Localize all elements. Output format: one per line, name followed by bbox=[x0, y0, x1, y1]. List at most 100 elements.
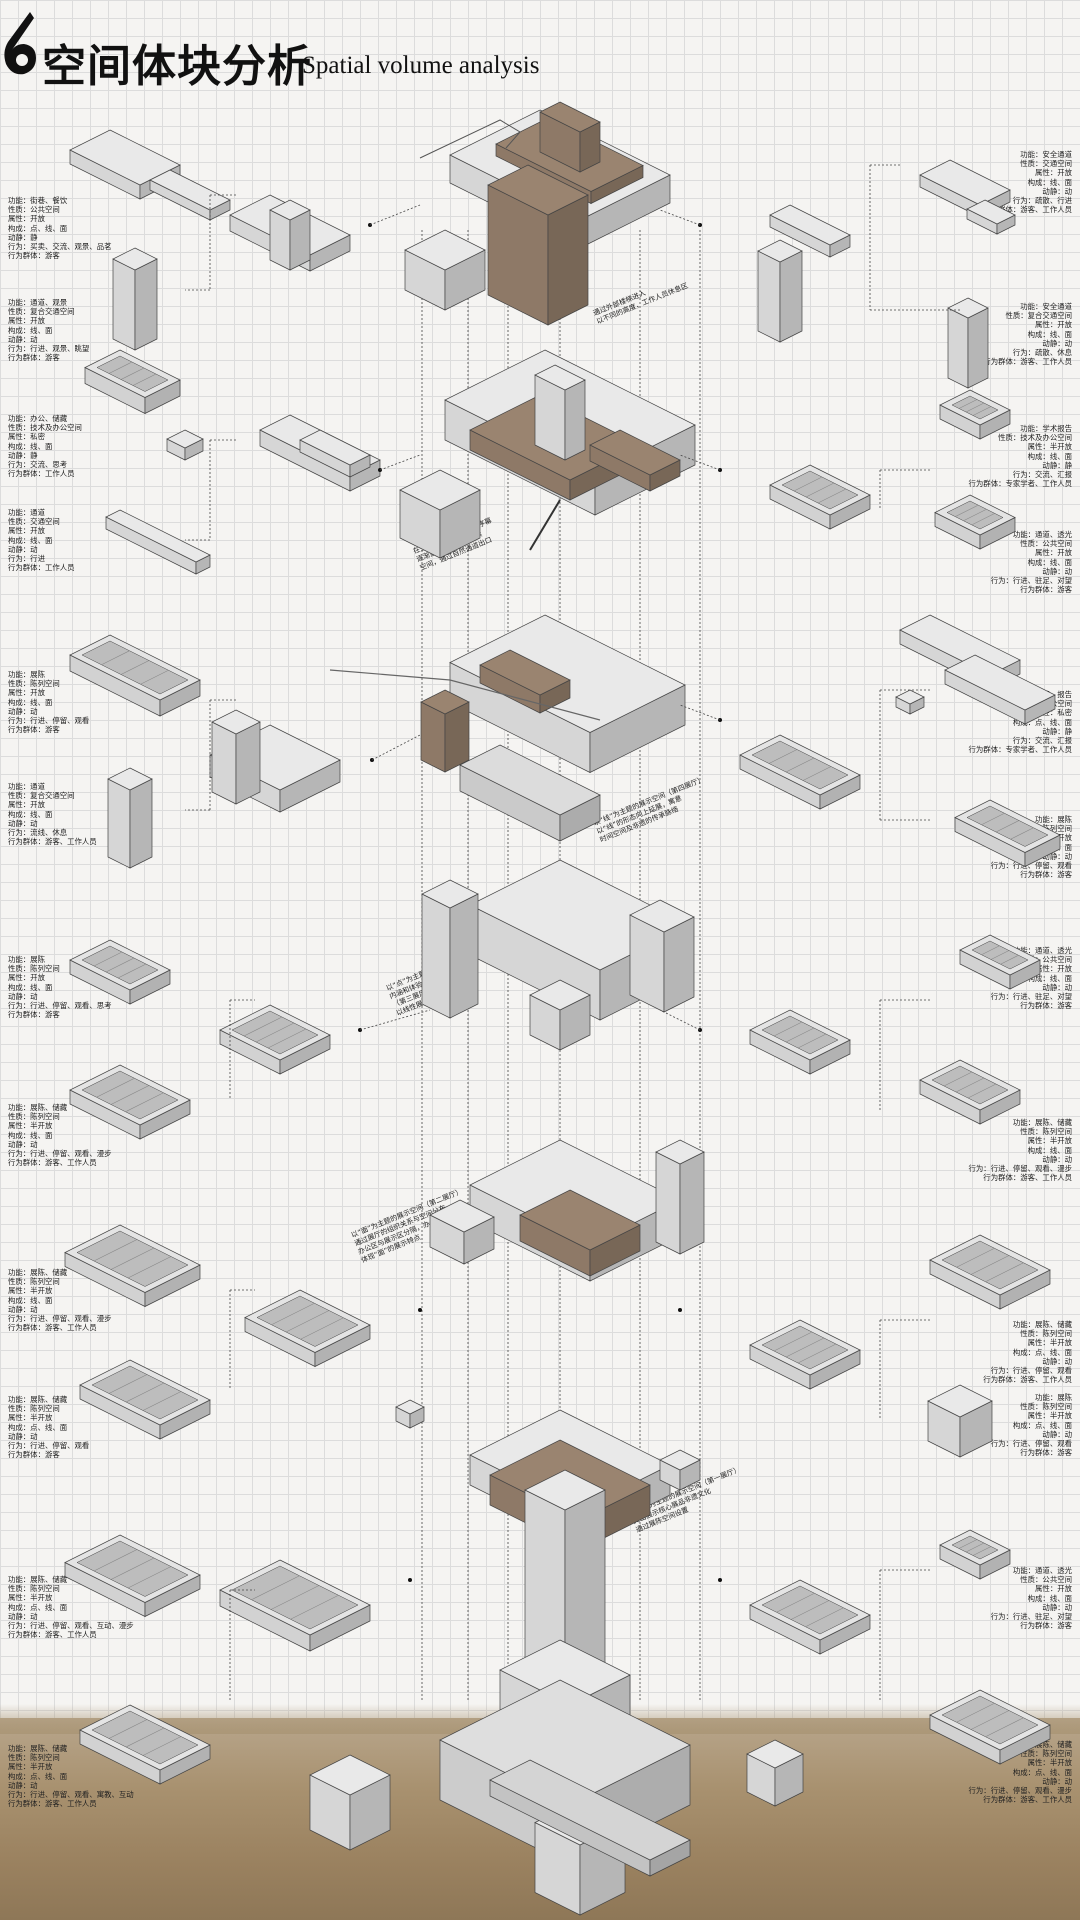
volume-side bbox=[547, 194, 589, 326]
left-line: 功能：展陈、储藏 bbox=[8, 1268, 68, 1277]
left-block: 功能：街巷、餐饮性质：公共空间属性：开放构成：点、线、面动静：静行为：买卖、交流… bbox=[8, 196, 111, 260]
volume-top bbox=[420, 689, 470, 715]
partition-line bbox=[290, 1594, 339, 1620]
leader-line bbox=[359, 1009, 431, 1031]
partition-line bbox=[1000, 954, 1019, 965]
volume-top bbox=[399, 469, 481, 511]
left-line: 行为：行进、停留、观看、思考 bbox=[8, 1001, 112, 1011]
right-line: 性质：复合交通空间 bbox=[1005, 311, 1072, 321]
partition-line bbox=[985, 1262, 1024, 1283]
left-line: 功能：展陈、储藏 bbox=[8, 1103, 68, 1112]
partition-line bbox=[1010, 827, 1034, 840]
partition-line bbox=[963, 508, 987, 522]
right-line: 功能：展陈、储藏 bbox=[1012, 1320, 1072, 1329]
volume-top bbox=[659, 1449, 701, 1471]
right-block: 功能：通道、透光性质：公共空间属性：开放构成：线、面动静：动行为：行进、驻足、对… bbox=[991, 530, 1072, 594]
left-line: 行为：行进 bbox=[8, 554, 45, 564]
right-line: 行为群体：专家学者、工作人员 bbox=[968, 745, 1072, 755]
partition-line bbox=[120, 660, 150, 675]
partition-line bbox=[110, 1247, 155, 1270]
right-line: 性质：交通空间 bbox=[1020, 159, 1072, 169]
page-title: 空间体块分析 bbox=[42, 41, 312, 92]
right-line: 属性：半开放 bbox=[1027, 1136, 1072, 1146]
partition-line bbox=[142, 1736, 182, 1756]
left-line: 构成：线、面 bbox=[8, 697, 53, 707]
volume-top bbox=[944, 654, 1056, 711]
right-line: 行为群体：游客、工作人员 bbox=[983, 205, 1072, 215]
left-line: 功能：展陈、储藏 bbox=[8, 1744, 68, 1753]
right-line: 构成：线、面 bbox=[1027, 1145, 1072, 1155]
volume-side bbox=[757, 250, 781, 343]
left-line: 属性：半开放 bbox=[8, 1762, 53, 1772]
left-line: 行为群体：游客、工作人员 bbox=[8, 1158, 97, 1168]
left-line: 行为：行进、停留、观看、漫步 bbox=[8, 1149, 112, 1159]
partition-line bbox=[271, 1302, 315, 1326]
left-line: 动静：动 bbox=[8, 818, 38, 828]
right-line: 行为：疏散、行进 bbox=[1012, 196, 1072, 206]
ramp bbox=[529, 499, 561, 551]
left-line: 构成：线、面 bbox=[8, 535, 53, 545]
partition-line bbox=[251, 1575, 300, 1601]
right-line: 性质：公共空间 bbox=[1020, 955, 1072, 965]
right-block: 功能：展陈、储藏性质：陈列空间属性：半开放构成：点、线、面动静：动行为：行进、停… bbox=[983, 1320, 1072, 1384]
right-line: 性质：技术及办公空间 bbox=[998, 433, 1072, 443]
left-line: 动静：动 bbox=[8, 991, 38, 1001]
left-line: 属性：半开放 bbox=[8, 1286, 53, 1296]
partition-line bbox=[96, 1077, 135, 1098]
volume-top bbox=[395, 1399, 425, 1415]
partition-line bbox=[127, 1566, 172, 1589]
partition-line bbox=[955, 504, 979, 517]
volume-side bbox=[663, 916, 695, 1013]
right-block: 功能：安全通道性质：交通空间属性：开放构成：线、面动静：动行为：疏散、行进行为群… bbox=[983, 150, 1072, 214]
left-line: 动静：静 bbox=[8, 450, 38, 460]
left-line: 行为：行进、观景、眺望 bbox=[8, 344, 90, 354]
right-line: 属性：开放 bbox=[1035, 1584, 1072, 1594]
partition-line bbox=[805, 482, 835, 498]
volume-top bbox=[519, 1189, 641, 1251]
partition-line bbox=[140, 669, 169, 685]
volume-top bbox=[429, 1199, 495, 1233]
left-block: 功能：通道、观景性质：复合交通空间属性：开放构成：线、面动静：动行为：行进、观景… bbox=[8, 298, 89, 362]
volume-side bbox=[235, 721, 261, 805]
volume-side bbox=[564, 379, 586, 461]
partition-line bbox=[93, 951, 123, 967]
left-line: 性质：陈列空间 bbox=[8, 964, 60, 974]
section-number-glyph bbox=[4, 12, 36, 75]
right-line: 属性：半开放 bbox=[1027, 1411, 1072, 1421]
right-line: 属性：开放 bbox=[1035, 168, 1072, 178]
partition-line bbox=[785, 757, 815, 773]
partition-line bbox=[267, 1028, 307, 1049]
leader-dot bbox=[718, 1578, 722, 1582]
partition-line bbox=[965, 1542, 985, 1553]
right-block: 功能：通道、透光性质：公共空间属性：开放构成：线、面动静：动行为：行进、驻足、对… bbox=[991, 1566, 1072, 1630]
right-line: 行为群体：游客 bbox=[1020, 585, 1072, 595]
right-line: 性质：陈列空间 bbox=[1020, 1749, 1072, 1759]
right-line: 行为：行进、停留、观看、漫步 bbox=[968, 1786, 1072, 1796]
right-line: 性质：公共空间 bbox=[1020, 1575, 1072, 1585]
left-line: 属性：开放 bbox=[8, 800, 45, 810]
partition-line bbox=[776, 1592, 815, 1613]
partition-line bbox=[958, 399, 978, 409]
partition-line bbox=[797, 1033, 827, 1049]
partition-line bbox=[955, 1077, 985, 1093]
right-line: 动静：动 bbox=[1042, 1602, 1072, 1612]
left-line: 行为：行进、停留、观看、寓教、互动 bbox=[8, 1790, 134, 1800]
partition-line bbox=[108, 1719, 148, 1739]
right-block: 功能：通道、透光性质：公共空间属性：开放构成：线、面动静：动行为：行进、驻足、对… bbox=[991, 946, 1072, 1010]
partition-line bbox=[956, 1247, 995, 1268]
right-line: 功能：展陈 bbox=[1035, 815, 1072, 824]
left-line: 属性：开放 bbox=[8, 214, 45, 224]
partition-line bbox=[125, 1727, 165, 1748]
right-line: 动静：动 bbox=[1042, 1429, 1072, 1439]
right-line: 动静：静 bbox=[1042, 726, 1072, 736]
right-line: 行为：行进、停留、观看、漫步 bbox=[968, 1164, 1072, 1174]
volume-top bbox=[655, 1139, 705, 1165]
left-line: 行为：行进、停留、观看、漫步 bbox=[8, 1314, 112, 1324]
right-line: 功能：通道、透光 bbox=[1012, 530, 1072, 539]
left-line: 属性：开放 bbox=[8, 973, 45, 983]
left-block: 功能：通道性质：复合交通空间属性：开放构成：线、面动静：动行为：流线、休息行为群… bbox=[8, 782, 97, 846]
volume-top bbox=[69, 129, 181, 186]
right-line: 动静：动 bbox=[1042, 338, 1072, 348]
partition-line bbox=[93, 1239, 138, 1262]
